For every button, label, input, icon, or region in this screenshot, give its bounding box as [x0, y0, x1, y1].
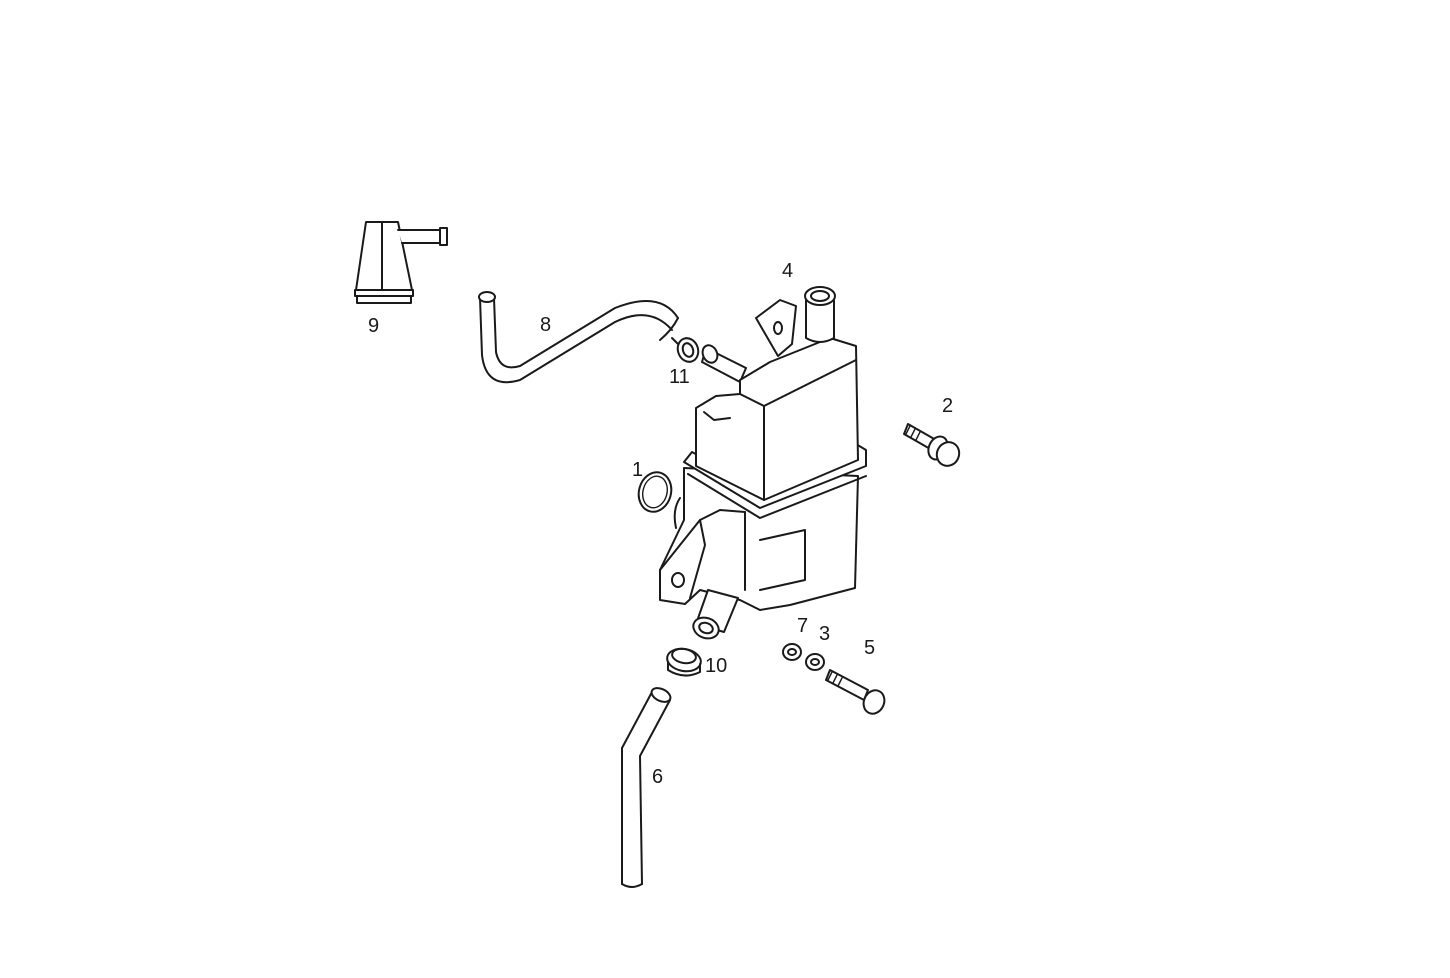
part-1-o-ring: [637, 471, 673, 513]
callout-2: 2: [942, 395, 953, 417]
callout-1: 1: [632, 459, 643, 481]
callout-7: 7: [797, 615, 808, 637]
part-6-lower-hose: [621, 687, 672, 888]
part-5-hex-bolt: [825, 669, 886, 715]
part-3-washer: [805, 653, 825, 671]
part-9-breather-cap: [354, 221, 448, 304]
callout-8: 8: [540, 314, 551, 336]
part-2-flange-bolt: [903, 423, 961, 467]
callout-10: 10: [705, 655, 727, 677]
part-11-hose-clamp: [671, 337, 700, 363]
part-4-reservoir-tank: [659, 286, 867, 640]
part-8-upper-hose: [478, 291, 679, 384]
callout-4: 4: [782, 260, 793, 282]
callout-11: 11: [669, 366, 690, 388]
callout-5: 5: [864, 637, 875, 659]
callout-3: 3: [819, 623, 830, 645]
callout-labels: 1 2 3 4 5 6 7 8 9 10 11: [368, 260, 953, 788]
callout-6: 6: [652, 766, 663, 788]
tank-upper-outlet-pipe: [701, 344, 747, 383]
part-7-washer: [782, 643, 802, 661]
part-10-hose-clamp: [666, 647, 702, 677]
callout-9: 9: [368, 315, 379, 337]
